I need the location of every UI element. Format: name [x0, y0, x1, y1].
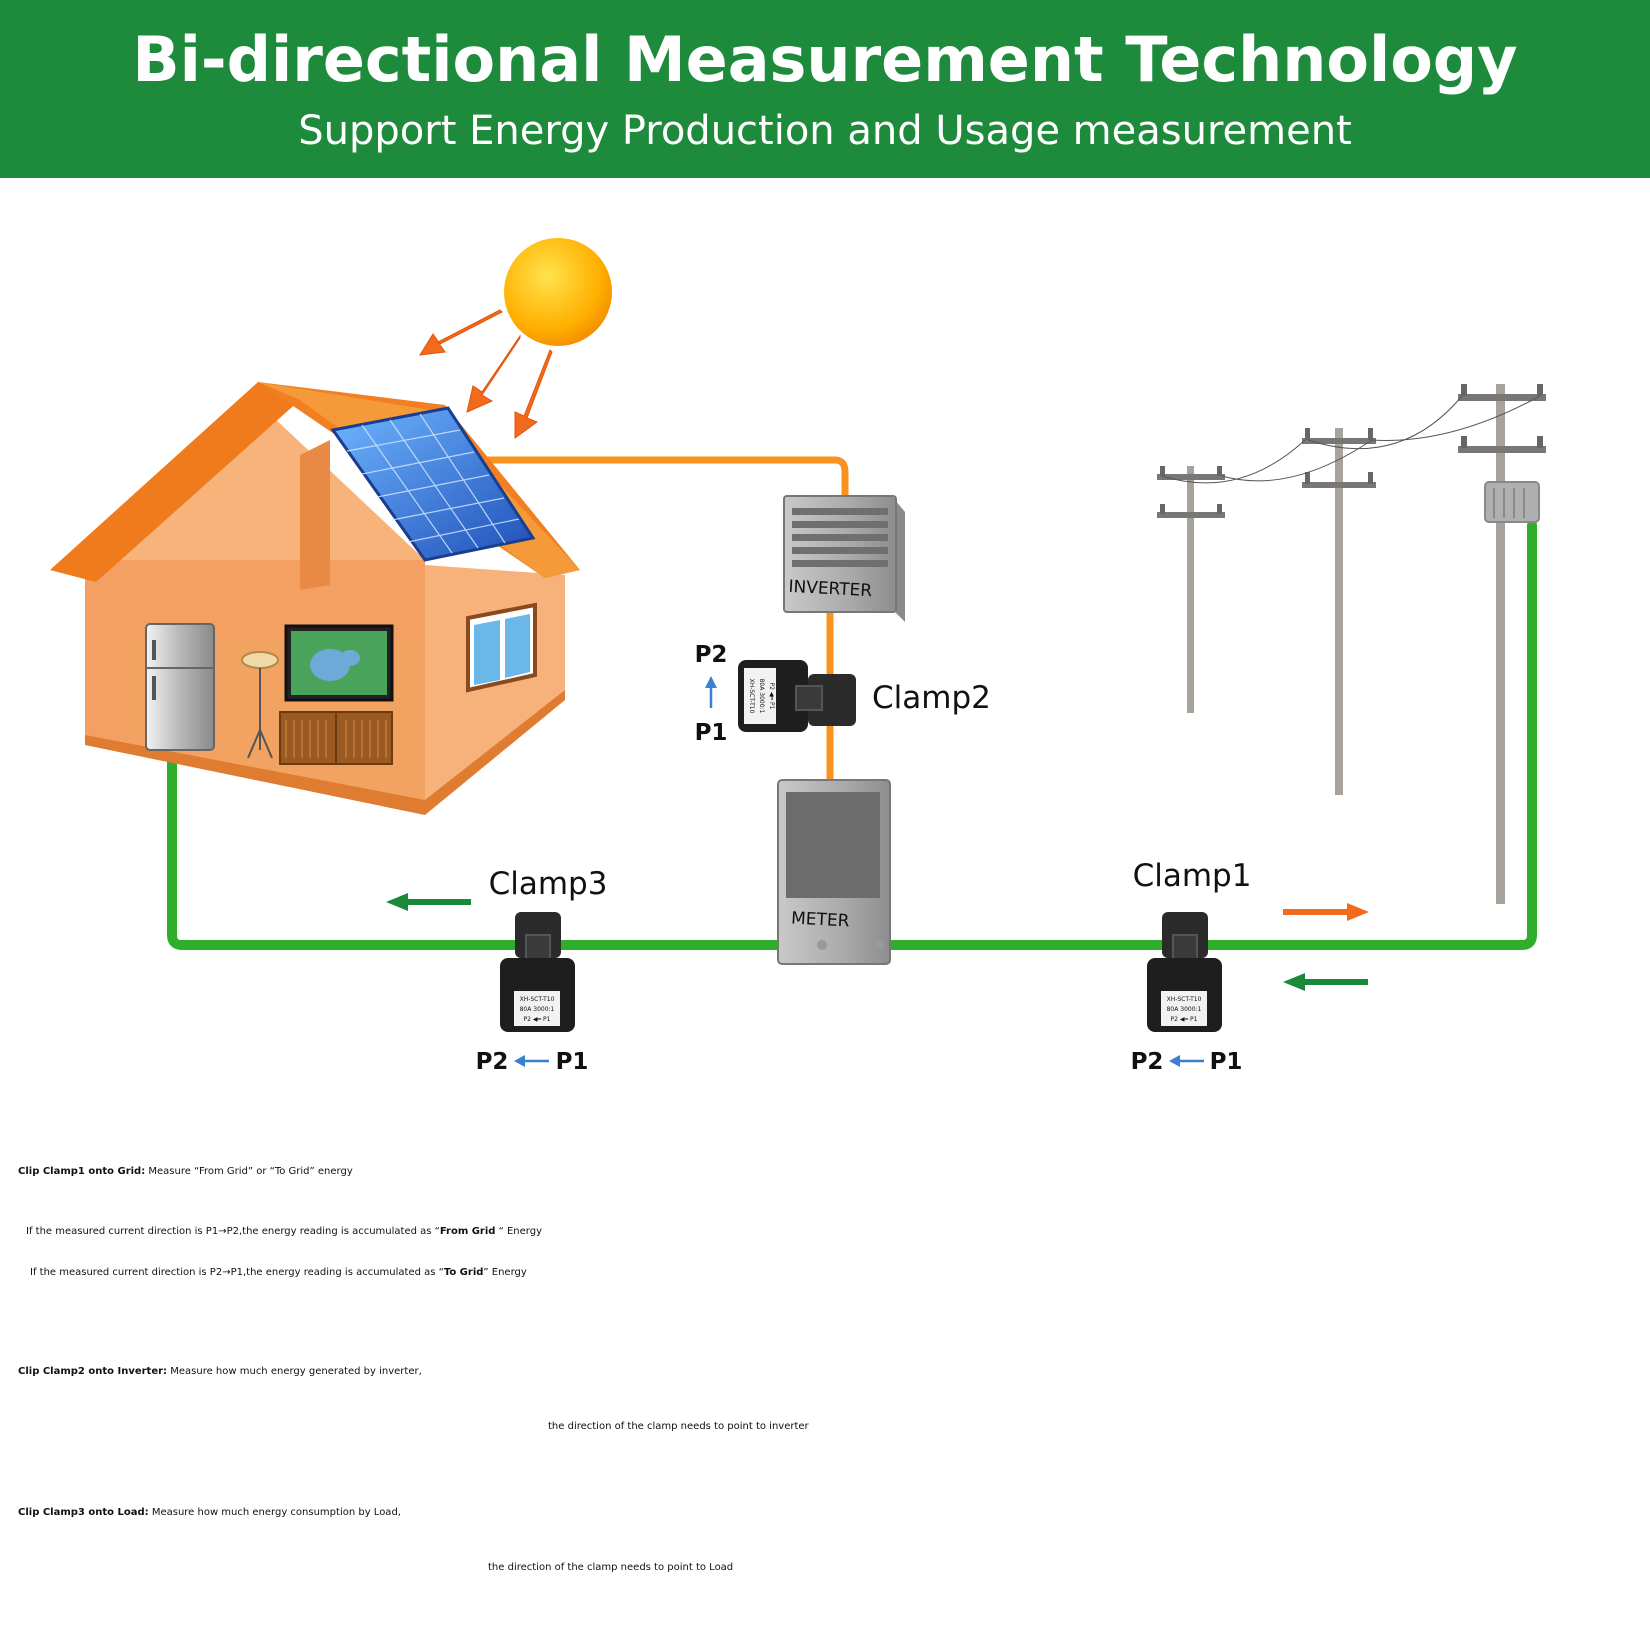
to-grid-flow-arrow-icon [1283, 903, 1369, 921]
clamp3-body-text-2: 80A 3000:1 [520, 1006, 555, 1013]
solar-wire [461, 456, 849, 504]
clamp2-description: Clip Clamp2 onto Inverter: Measure how m… [18, 1366, 1650, 1377]
load-wire [167, 735, 827, 950]
inverter-icon: INVERTER [783, 495, 905, 622]
clamp2-title: Clip Clamp2 onto Inverter: [18, 1366, 168, 1377]
inverter-label: INVERTER [788, 577, 873, 601]
clamp2-text: Measure how much energy generated by inv… [167, 1366, 422, 1377]
clamp1-rule-from-grid: If the measured current direction is P1→… [26, 1226, 1650, 1237]
clamp3-flow-arrow-icon [386, 893, 471, 911]
clamp3-sensor: XH-SCT-T10 80A 3000:1 P2 ◀━ P1 [500, 912, 575, 1032]
header-banner: Bi-directional Measurement Technology Su… [0, 0, 1650, 178]
clamp1-body-text-1: XH-SCT-T10 [1167, 996, 1202, 1003]
meter-label: METER [791, 908, 851, 931]
clamp3-body-text-1: XH-SCT-T10 [520, 996, 555, 1003]
cabinet-icon [279, 711, 393, 765]
clamp3-description: Clip Clamp3 onto Load: Measure how much … [18, 1507, 1650, 1518]
clamp3-p1-label: P1 [556, 1049, 589, 1075]
clamp1-text: Measure “From Grid” or “To Grid” energy [145, 1166, 353, 1177]
utility-pole-icon [1302, 428, 1376, 795]
clamp1-p2-label: P2 [1131, 1049, 1164, 1075]
clamp2-description-cont: the direction of the clamp needs to poin… [548, 1421, 809, 1432]
clamp1-title: Clip Clamp1 onto Grid: [18, 1166, 146, 1177]
clamp2-body-text-3: P2 ◀━ P1 [768, 683, 775, 710]
utility-pole-icon [1157, 466, 1225, 713]
meter-icon: METER [777, 779, 891, 965]
rule-from-grid-suffix: “ Energy [495, 1226, 543, 1237]
grid-wire [875, 520, 1537, 950]
clamp1-body-text-2: 80A 3000:1 [1167, 1006, 1202, 1013]
house-icon [50, 382, 580, 815]
clamp3-text: Measure how much energy consumption by L… [148, 1507, 401, 1518]
clamp2-p1-label: P1 [695, 720, 728, 746]
clamp2-sensor: XH-SCT-T10 80A 3000:1 P2 ◀━ P1 [738, 660, 856, 732]
clamp2-p2-label: P2 [695, 642, 728, 668]
clamp1-rule-to-grid: If the measured current direction is P2→… [30, 1267, 1650, 1278]
clamp1-p1-label: P1 [1210, 1049, 1243, 1075]
rule-to-grid-prefix: If the measured current direction is P2→… [30, 1267, 444, 1278]
rule-to-grid-bold: To Grid [443, 1267, 484, 1278]
fridge-icon [145, 623, 215, 751]
clamp3-title: Clip Clamp3 onto Load: [18, 1507, 149, 1518]
page-subtitle: Support Energy Production and Usage meas… [298, 108, 1352, 154]
clamp2-body-text-1: XH-SCT-T10 [748, 679, 755, 714]
rule-from-grid-bold: From Grid [439, 1226, 496, 1237]
utility-pole-icon [1458, 384, 1546, 904]
clamp1-direction-arrow-icon [1169, 1055, 1204, 1067]
sun-icon [419, 238, 612, 439]
energy-diagram: INVERTER METER XH-SCT-T10 80A 3000:1 P2 … [50, 238, 1546, 1075]
clamp2-body-text-2: 80A 3000:1 [758, 679, 765, 714]
clamp3-description-cont: the direction of the clamp needs to poin… [488, 1562, 734, 1573]
clamp3-label: Clamp3 [489, 866, 608, 902]
clamp1-label: Clamp1 [1133, 858, 1252, 894]
clamp3-direction-arrow-icon [514, 1055, 549, 1067]
rule-to-grid-suffix: ” Energy [483, 1267, 527, 1278]
clamp3-p2-label: P2 [476, 1049, 509, 1075]
rule-from-grid-prefix: If the measured current direction is P1→… [26, 1226, 440, 1237]
from-grid-flow-arrow-icon [1283, 973, 1368, 991]
clamp2-direction-arrow-icon [705, 676, 717, 708]
clamp3-body-text-3: P2 ◀━ P1 [524, 1016, 551, 1023]
tv-icon [284, 624, 394, 702]
clamp2-label: Clamp2 [872, 680, 991, 716]
clamp1-sensor: XH-SCT-T10 80A 3000:1 P2 ◀━ P1 [1147, 912, 1222, 1032]
power-lines [1161, 395, 1541, 484]
clamp1-description: Clip Clamp1 onto Grid: Measure “From Gri… [18, 1166, 1650, 1177]
clamp1-body-text-3: P2 ◀━ P1 [1171, 1016, 1198, 1023]
lamp-icon [241, 651, 279, 759]
wires [167, 456, 1537, 950]
page-title: Bi-directional Measurement Technology [132, 23, 1518, 96]
